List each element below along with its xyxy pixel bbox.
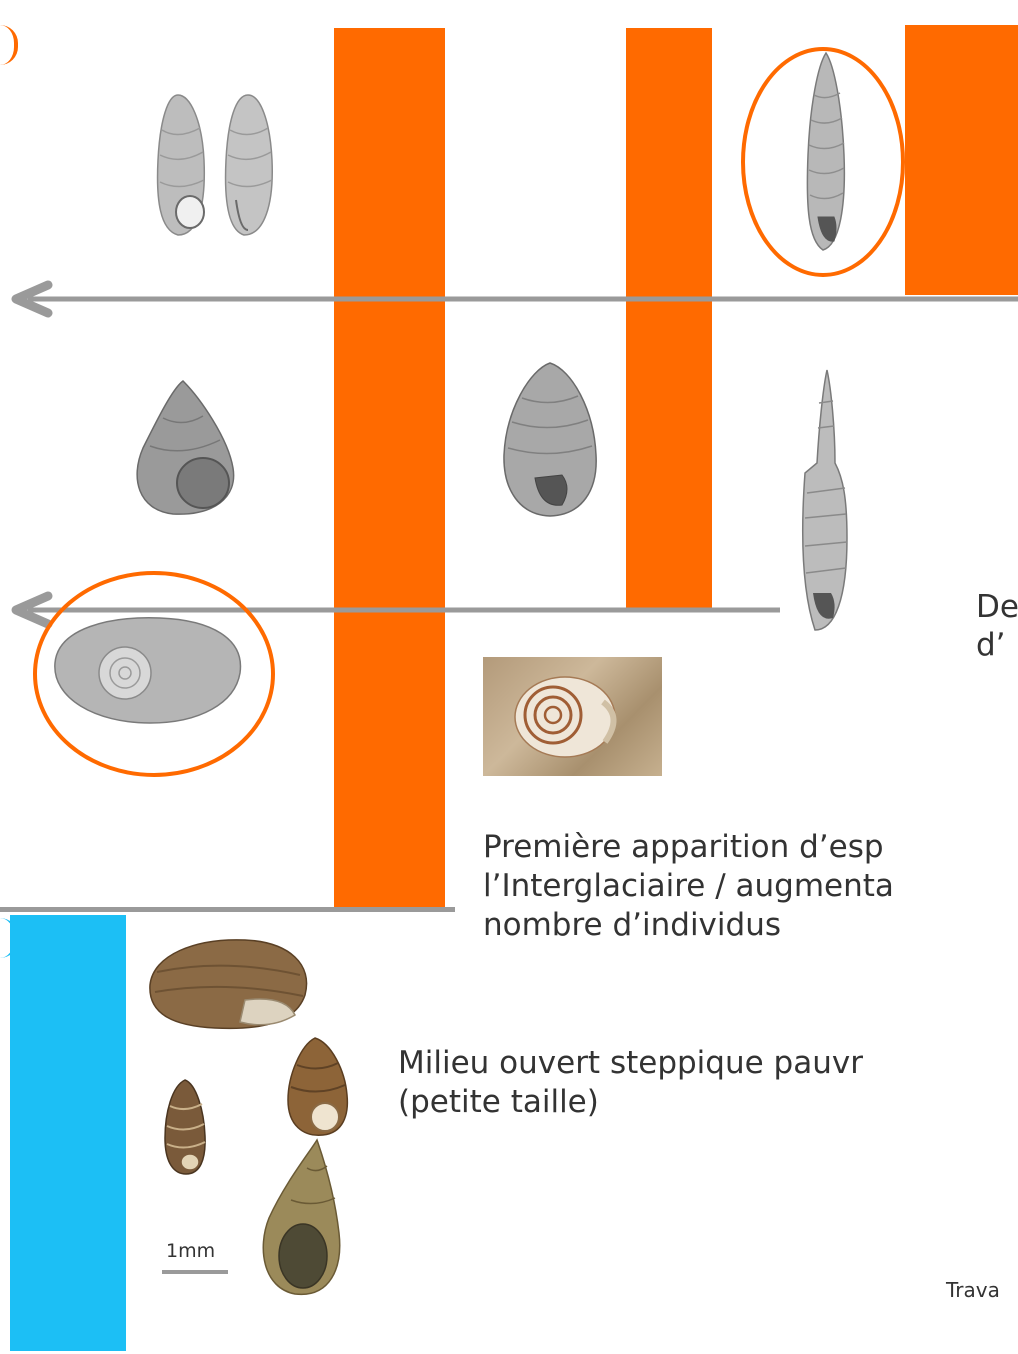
snail-shell-icon [504, 363, 596, 516]
snail-shell-icon [165, 1080, 205, 1174]
shell-colored-flat [145, 930, 315, 1035]
bottom-separator-line [0, 907, 455, 912]
shell-circled-top-right [738, 45, 908, 280]
scale-label: 1mm [166, 1240, 215, 1262]
scale-bar [162, 1270, 228, 1274]
orange-bar-3 [905, 25, 1018, 295]
shell-colored-small [160, 1078, 210, 1176]
blue-bar [10, 915, 126, 1351]
shell-middle-center [500, 360, 600, 520]
shell-photo [483, 657, 662, 776]
snail-shell-icon [483, 657, 662, 776]
shell-colored-elongated [255, 1138, 345, 1300]
orange-bar-1 [334, 28, 445, 912]
first-appearance-line3: nombre d’individus [483, 906, 781, 944]
shell-circled-flat [30, 568, 278, 780]
top-right-text-line1: De [976, 588, 1018, 626]
top-right-text-line2: d’ [976, 626, 1006, 664]
first-appearance-line2: l’Interglaciaire / augmenta [483, 867, 894, 905]
snail-shell-icon [158, 95, 205, 235]
snail-shell-icon [137, 381, 234, 514]
snail-shell-icon [263, 1140, 339, 1294]
shell-pair-top-left [148, 90, 288, 240]
snail-shell-icon [150, 940, 307, 1029]
orange-corner-mark [0, 25, 18, 65]
first-appearance-line1: Première apparition d’esp [483, 828, 884, 866]
snail-shell-icon [807, 53, 844, 250]
snail-shell-icon [55, 618, 241, 723]
shell-middle-left [128, 378, 243, 518]
shell-colored-ovoid [283, 1035, 353, 1140]
steppe-line1: Milieu ouvert steppique pauvr [398, 1044, 863, 1082]
shell-middle-right [795, 368, 855, 638]
snail-shell-icon [288, 1038, 347, 1135]
snail-shell-icon [226, 95, 273, 235]
credit-text: Trava [946, 1278, 1000, 1302]
top-arrow-icon [0, 280, 1018, 320]
steppe-line2: (petite taille) [398, 1083, 599, 1121]
snail-shell-icon [803, 370, 847, 630]
